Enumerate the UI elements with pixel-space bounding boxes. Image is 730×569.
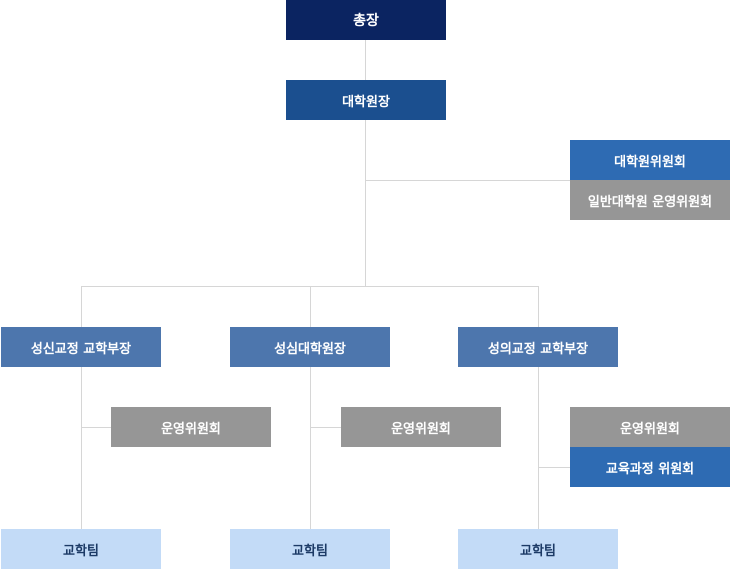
connector-committee-branch — [365, 180, 570, 181]
connector-branch2-vertical — [310, 367, 311, 529]
connector-branch3-vertical — [538, 367, 539, 529]
node-branch-head-3: 성의교정 교학부장 — [458, 327, 618, 367]
connector-president-dean — [365, 40, 366, 80]
node-branch3-curriculum-committee: 교육과정 위원회 — [570, 447, 730, 487]
node-branch2-team: 교학팀 — [230, 529, 390, 569]
node-branch2-committee: 운영위원회 — [341, 407, 501, 447]
node-branch-head-2: 성심대학원장 — [230, 327, 390, 367]
connector-branch3-committee — [538, 467, 570, 468]
node-branch-head-1: 성신교정 교학부장 — [1, 327, 161, 367]
node-branch3-committee: 운영위원회 — [570, 407, 730, 447]
node-president: 총장 — [286, 0, 446, 40]
node-branch1-committee: 운영위원회 — [111, 407, 271, 447]
connector-branch2-committee — [310, 427, 341, 428]
connector-drop-1 — [81, 286, 82, 327]
node-branch1-team: 교학팀 — [1, 529, 161, 569]
node-graduate-committee: 대학원위원회 — [570, 140, 730, 180]
connector-drop-3 — [538, 286, 539, 327]
connector-dean-trunk — [365, 120, 366, 286]
connector-branch1-vertical — [81, 367, 82, 529]
connector-drop-2 — [310, 286, 311, 327]
node-general-grad-committee: 일반대학원 운영위원회 — [570, 180, 730, 220]
node-branch3-team: 교학팀 — [458, 529, 618, 569]
connector-branch1-committee — [81, 427, 111, 428]
node-graduate-dean: 대학원장 — [286, 80, 446, 120]
